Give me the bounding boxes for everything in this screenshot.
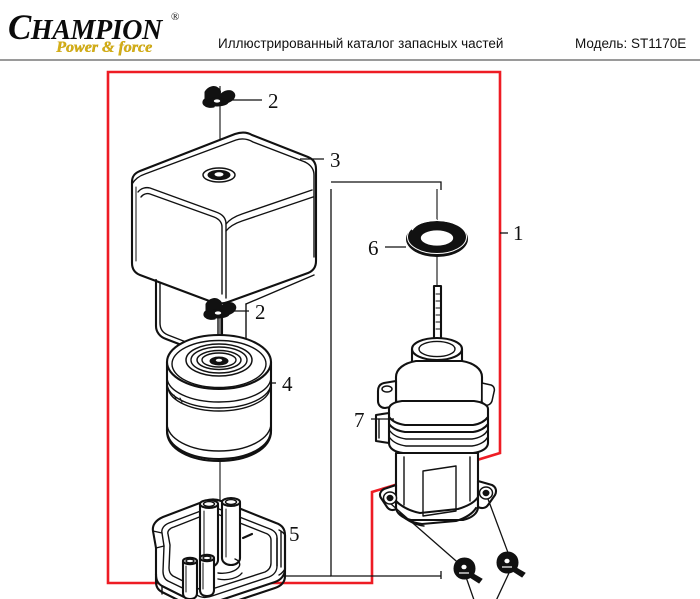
callout-number-7: 7 (354, 408, 365, 432)
callout-number-6: 6 (368, 236, 379, 260)
bolt-left (453, 557, 483, 584)
catalog-title: Иллюстрированный каталог запасных частей (218, 36, 504, 51)
callout-number-3: 3 (330, 148, 341, 172)
part-air-filter-element (165, 333, 273, 463)
part-carburetor (374, 284, 498, 527)
logo-wordmark-text: CHAMPION (8, 7, 162, 47)
callout-number-2-lower: 2 (255, 300, 266, 324)
part-mounting-bolts (390, 498, 526, 599)
parts-diagram: .ln { fill:none; stroke:#111111; stroke-… (0, 61, 700, 599)
logo-tagline: Power & force (56, 39, 152, 56)
callout-leaders (230, 99, 508, 534)
header-divider (0, 59, 700, 61)
bolt-right (496, 551, 526, 578)
page-header: CHAMPION ® Power & force Иллюстрированны… (0, 0, 700, 61)
callout-number-1: 1 (513, 221, 524, 245)
parts-diagram-svg: .ln { fill:none; stroke:#111111; stroke-… (106, 70, 526, 599)
model-label: Модель: ST1170E (575, 36, 687, 51)
logo-wordmark: CHAMPION (8, 6, 162, 48)
brand-logo: CHAMPION ® Power & force (8, 6, 198, 56)
part-wing-nut-upper (202, 86, 236, 108)
registered-trademark-icon: ® (171, 11, 180, 23)
callout-numbers: 1 2 3 4 2 5 6 7 8 (255, 89, 524, 546)
callout-number-5: 5 (289, 522, 300, 546)
callout-number-4: 4 (282, 372, 293, 396)
base-studs-rear (198, 496, 242, 569)
part-air-cleaner-cover (130, 131, 318, 362)
part-air-cleaner-base (151, 496, 287, 599)
assembly-group-border (106, 70, 502, 585)
part-carburetor-gasket (406, 219, 468, 257)
callout-number-2-upper: 2 (268, 89, 279, 113)
base-studs-front (181, 553, 216, 599)
